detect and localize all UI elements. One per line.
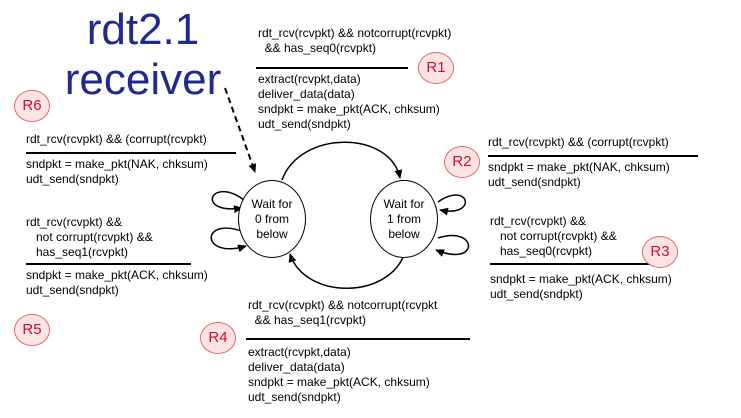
self-loop-r5 [210, 227, 247, 253]
self-loop-r3 [435, 234, 470, 257]
r4-action: extract(rcvpkt,data) deliver_data(data) … [248, 345, 430, 404]
r3-badge: R3 [642, 236, 678, 268]
title-line-2: receiver [64, 55, 222, 104]
r4-event: rdt_rcv(rcvpkt) && notcorrupt(rcvpkt && … [248, 298, 438, 327]
state-wait-for-1: Wait for 1 from below [370, 180, 438, 258]
transition-wait1-to-wait0 [288, 251, 406, 289]
r1-action: extract(rcvpkt,data) deliver_data(data) … [258, 72, 440, 131]
r5-badge: R5 [14, 314, 50, 346]
r3-divider [490, 263, 650, 265]
r2-divider [488, 155, 698, 157]
r2-badge: R2 [444, 146, 480, 178]
self-loop-r2 [437, 194, 467, 216]
r6-event: rdt_rcv(rcvpkt) && (corrupt(rcvpkt) [26, 132, 207, 146]
r6-divider [26, 152, 236, 154]
r1-badge: R1 [418, 52, 454, 84]
r2-event: rdt_rcv(rcvpkt) && (corrupt(rcvpkt) [488, 135, 669, 149]
r6-badge: R6 [14, 90, 50, 122]
self-loop-r6 [211, 190, 245, 214]
r3-event: rdt_rcv(rcvpkt) && not corrupt(rcvpkt) &… [490, 214, 617, 258]
r2-action: sndpkt = make_pkt(NAK, chksum) udt_send(… [488, 160, 670, 189]
r1-divider [256, 67, 408, 69]
r5-action: sndpkt = make_pkt(ACK, chksum) udt_send(… [26, 268, 208, 297]
diagram-title: rdt2.1 receiver [58, 8, 228, 102]
title-line-1: rdt2.1 [86, 5, 200, 54]
r3-action: sndpkt = make_pkt(ACK, chksum) udt_send(… [490, 272, 672, 301]
r4-badge: R4 [200, 322, 236, 354]
transition-wait0-to-wait1 [281, 141, 403, 181]
r5-event: rdt_rcv(rcvpkt) && not corrupt(rcvpkt) &… [26, 215, 153, 259]
r6-action: sndpkt = make_pkt(NAK, chksum) udt_send(… [26, 157, 208, 186]
state-wait-for-0: Wait for 0 from below [238, 180, 306, 258]
initial-state-arrow [224, 87, 257, 173]
r5-divider [26, 263, 191, 265]
r4-divider [246, 338, 470, 340]
r1-event: rdt_rcv(rcvpkt) && notcorrupt(rcvpkt) &&… [258, 26, 452, 55]
